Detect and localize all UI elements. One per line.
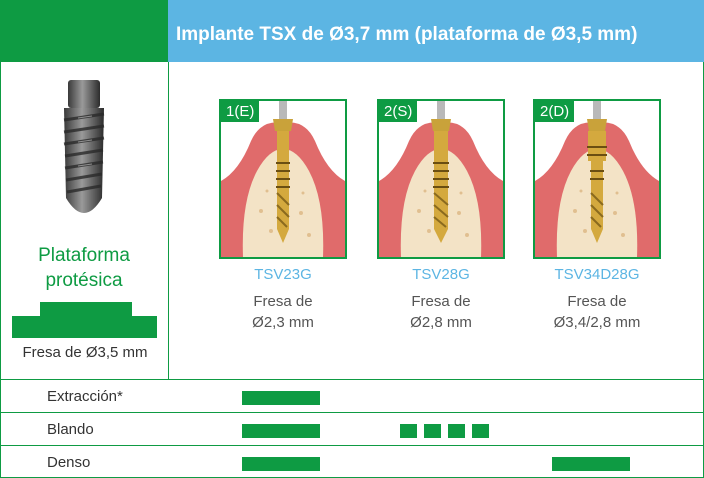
drill-card-3: 2(D) [533, 99, 661, 259]
drill-desc-line2: Ø2,3 mm [252, 314, 314, 331]
drill-code: TSV34D28G [554, 266, 640, 283]
drill-desc-line1: Fresa de [567, 293, 627, 310]
drill-desc-line1: Fresa de [253, 293, 313, 310]
drill-desc-line1: Fresa de [411, 293, 471, 310]
drill-code: TSV23G [254, 266, 312, 283]
header-left-block [0, 0, 168, 62]
column-divider [168, 62, 169, 380]
drill-optional-segment [448, 424, 465, 438]
row-label-blando: Blando [47, 421, 94, 438]
drill-illustration [221, 101, 345, 257]
drill-used-bar [552, 457, 630, 471]
row-divider [0, 445, 704, 446]
row-divider [0, 379, 704, 380]
row-label-denso: Denso [47, 454, 91, 471]
drill-illustration [379, 101, 503, 257]
drill-step-badge: 2(D) [535, 101, 575, 122]
row-divider [0, 412, 704, 413]
platform-shape-base [12, 316, 157, 338]
implant-illustration [63, 80, 105, 213]
drill-desc-line2: Ø3,4/2,8 mm [553, 314, 641, 331]
drill-step-badge: 1(E) [221, 101, 260, 122]
platform-label-line1: Plataforma [38, 245, 130, 266]
platform-shape-top [40, 302, 132, 316]
drill-step-badge: 2(S) [379, 101, 418, 122]
drill-desc-line2: Ø2,8 mm [410, 314, 472, 331]
platform-label-line2: protésica [45, 270, 123, 291]
drill-code: TSV28G [412, 266, 470, 283]
table-left-border [0, 62, 1, 478]
drill-illustration [535, 101, 659, 257]
header-title-bar [168, 0, 704, 62]
page-title: Implante TSX de Ø3,7 mm (plataforma de Ø… [176, 24, 638, 45]
drill-card-2: 2(S) [377, 99, 505, 259]
drill-card-1: 1(E) [219, 99, 347, 259]
platform-drill-label: Fresa de Ø3,5 mm [22, 344, 148, 361]
row-label-extraccion: Extracción* [47, 388, 123, 405]
drill-used-bar [242, 424, 320, 438]
drill-used-bar [242, 457, 320, 471]
drill-optional-segment [472, 424, 489, 438]
drill-optional-segment [424, 424, 441, 438]
drill-used-bar [242, 391, 320, 405]
drill-optional-segment [400, 424, 417, 438]
